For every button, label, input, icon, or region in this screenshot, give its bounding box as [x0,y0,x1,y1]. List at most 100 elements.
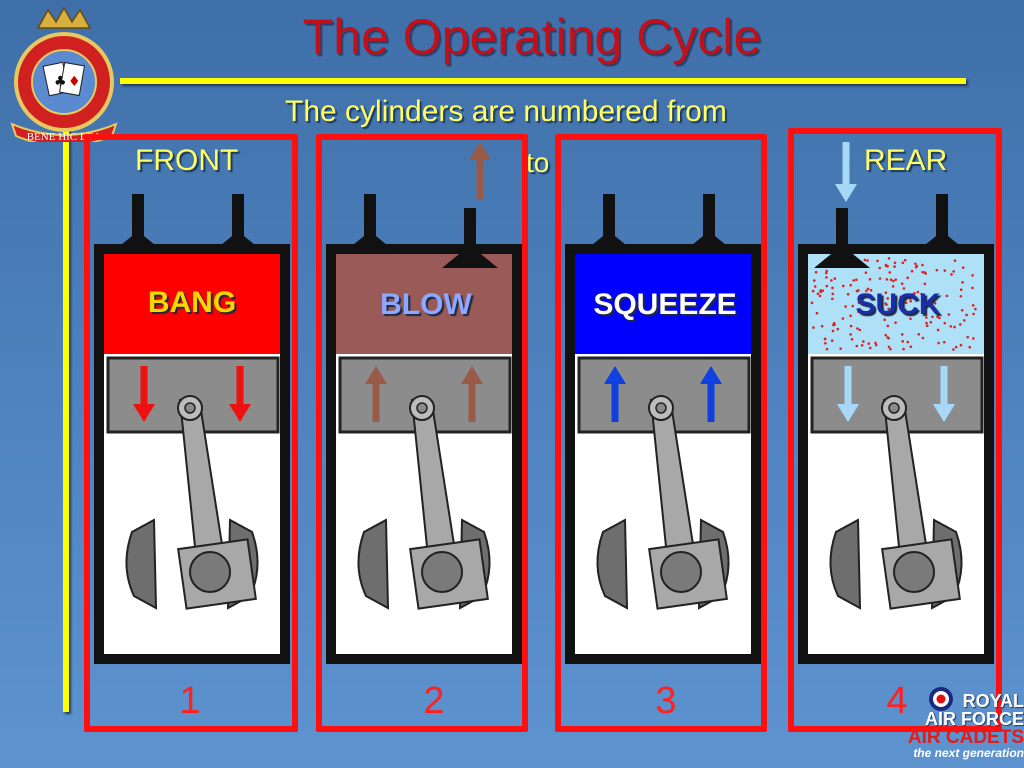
fuel-droplet [891,294,894,298]
fuel-droplet [913,292,916,295]
fuel-droplet [962,319,966,322]
fuel-droplet [950,273,953,276]
fuel-droplet [942,340,946,344]
piston-arrow-shaft [372,384,380,422]
fuel-droplet [924,272,928,275]
combustion-gas [575,254,751,354]
combustion-gas [104,254,280,354]
fuel-droplet [823,337,827,341]
fuel-droplet [874,343,878,347]
fuel-droplet [884,291,888,295]
gudgeon-pin-center [416,402,428,414]
fuel-droplet [849,333,852,336]
fuel-droplet [812,279,816,282]
combustion-gas [336,254,512,354]
crankpin [660,551,702,593]
intake-arrow-head [835,184,857,202]
exhaust-arrow-shaft [476,160,484,200]
rear-label: REAR [864,144,948,177]
fuel-droplet [856,327,859,330]
brand-line-3: AIR CADETS [907,727,1024,748]
fuel-droplet [849,314,852,318]
piston-arrow-head [365,366,387,384]
valve-head [581,236,637,254]
cylinder-frame-4 [788,128,1002,732]
valve-stem [936,194,948,244]
piston-arrow-head [837,404,859,422]
fuel-droplet [972,312,975,316]
fuel-droplet [887,345,891,349]
fuel-droplet [836,327,840,331]
front-label: FRONT [135,144,239,177]
fuel-droplet [906,276,909,280]
valve-stem [603,194,615,244]
cylinder-number-1: 1 [179,680,201,722]
fuel-droplet [887,307,890,311]
left-rule [63,120,69,712]
intake-arrow-shaft [842,142,850,184]
fuel-droplet [899,305,902,308]
fuel-droplet [820,324,824,328]
fuel-droplet [824,341,827,345]
fuel-droplet [824,271,828,275]
fuel-droplet [923,282,927,286]
fuel-droplet [865,289,868,293]
fuel-droplet [917,333,921,336]
fuel-droplet [821,289,825,293]
fuel-droplet [816,292,820,296]
fuel-droplet [831,329,835,333]
roundel-icon [929,687,953,711]
fuel-droplet [904,301,908,305]
fuel-droplet [947,313,951,316]
fuel-droplet [887,257,891,260]
fuel-droplet [888,271,892,274]
cylinder-frame-2 [316,134,528,732]
fuel-droplet [914,262,917,266]
cylinder-3-diagram [565,194,761,664]
fuel-droplet [900,333,904,336]
fuel-droplet [953,325,956,329]
fuel-droplet [943,321,947,325]
fuel-droplet [885,278,889,281]
valve-head [681,236,737,254]
fuel-droplet [910,269,914,273]
fuel-droplet [891,285,895,288]
fuel-droplet [886,324,890,328]
squadron-crest-icon: ♣ ♦ BENE HIC LEA [10,6,118,142]
fuel-droplet [894,321,897,324]
fuel-droplet [852,279,855,282]
brand-line-2: AIR FORCE [925,709,1024,729]
fuel-droplet [833,277,837,280]
piston-arrow-shaft [707,384,715,422]
fuel-droplet [855,278,858,282]
piston-arrow-shaft [940,366,948,404]
fuel-droplet [825,347,829,351]
valve-stem [132,194,144,244]
fuel-droplet [868,346,872,350]
subtitle: The cylinders are numbered from [285,95,727,128]
piston-arrow-head [229,404,251,422]
valve-stem [836,208,848,258]
fuel-droplet [878,266,882,270]
fuel-droplet [961,281,964,284]
fuel-droplet [965,313,968,317]
fuel-droplet [901,340,905,343]
fuel-droplet [952,348,955,351]
fuel-droplet [929,320,933,324]
stroke-label-blow: BLOW [380,288,472,321]
fuel-droplet [952,270,955,273]
fuel-droplet [842,284,845,288]
fuel-droplet [895,297,898,301]
fuel-droplet [909,345,913,349]
fuel-droplet [844,305,847,308]
cylinder-2-diagram [326,142,522,664]
fuel-droplet [892,279,895,283]
fuel-droplet [831,286,834,290]
fuel-droplet [909,297,912,300]
crankpin [421,551,463,593]
fuel-droplet [971,286,974,290]
fuel-droplet [850,338,854,341]
fuel-droplet [884,264,888,268]
fuel-droplet [841,317,845,320]
fuel-droplet [961,266,965,269]
